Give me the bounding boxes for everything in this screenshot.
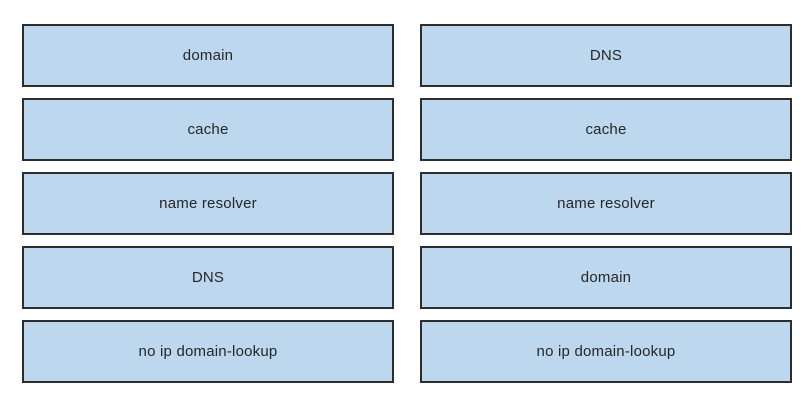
left-item-no-ip-domain-lookup[interactable]: no ip domain-lookup bbox=[22, 320, 394, 383]
right-item-cache[interactable]: cache bbox=[420, 98, 792, 161]
left-item-dns[interactable]: DNS bbox=[22, 246, 394, 309]
left-item-cache[interactable]: cache bbox=[22, 98, 394, 161]
left-item-dns-label: DNS bbox=[191, 269, 225, 286]
right-item-no-ip-domain-lookup[interactable]: no ip domain-lookup bbox=[420, 320, 792, 383]
left-item-name-resolver-label: name resolver bbox=[159, 195, 257, 212]
right-item-dns[interactable]: DNS bbox=[420, 24, 792, 87]
right-item-no-ip-domain-lookup-label: no ip domain-lookup bbox=[536, 343, 676, 360]
right-item-cache-label: cache bbox=[585, 121, 627, 138]
right-item-domain-label: domain bbox=[580, 269, 632, 286]
left-column: domain cache name resolver DNS no ip dom… bbox=[22, 24, 394, 402]
right-item-name-resolver[interactable]: name resolver bbox=[420, 172, 792, 235]
left-item-cache-label: cache bbox=[187, 121, 229, 138]
left-item-name-resolver[interactable]: name resolver bbox=[22, 172, 394, 235]
left-item-domain-label: domain bbox=[182, 47, 234, 64]
right-item-name-resolver-label: name resolver bbox=[557, 195, 655, 212]
right-item-dns-label: DNS bbox=[589, 47, 623, 64]
left-item-domain[interactable]: domain bbox=[22, 24, 394, 87]
right-column: DNS cache name resolver domain no ip dom… bbox=[420, 24, 792, 402]
right-item-domain[interactable]: domain bbox=[420, 246, 792, 309]
left-item-no-ip-domain-lookup-label: no ip domain-lookup bbox=[138, 343, 278, 360]
